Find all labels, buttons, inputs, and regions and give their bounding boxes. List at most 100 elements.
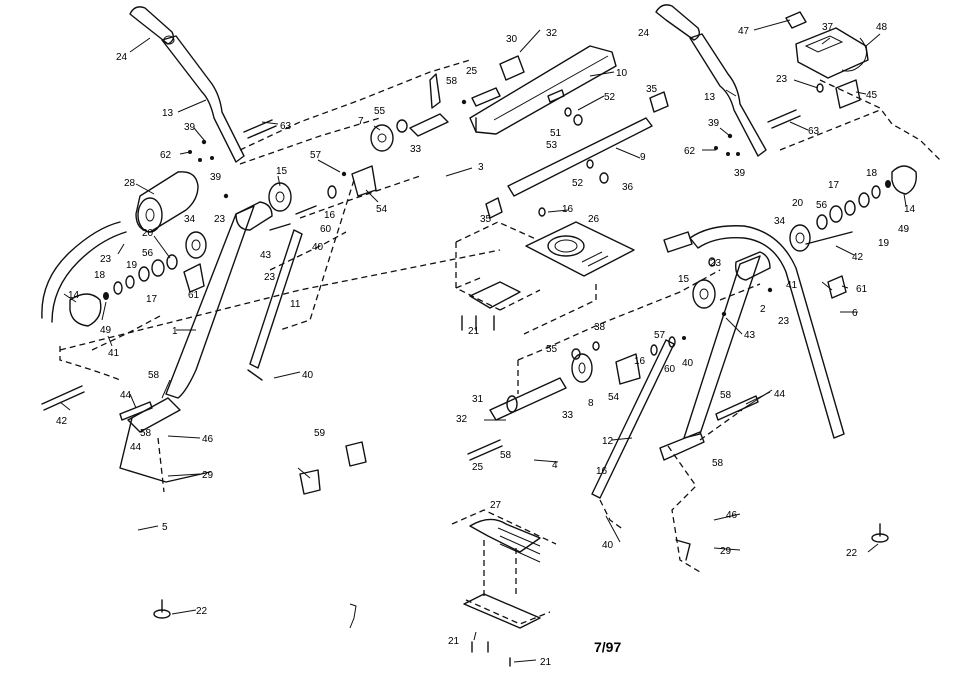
callout-label: 61 [856,284,868,295]
callout-label: 62 [160,150,172,161]
callout-label: 40 [302,370,314,381]
callout-label: 52 [572,178,584,189]
center-base-and-console [455,221,635,335]
right-console-electronics [779,11,941,161]
callout-label: 19 [878,238,890,249]
callout-label: 53 [546,140,558,151]
callout-label: 62 [684,146,696,157]
callout-label: 25 [466,66,478,77]
callout-label: 27 [490,500,502,511]
callout-label: 42 [56,416,68,427]
callout-label: 35 [646,84,658,95]
callout-label: 21 [468,326,480,337]
left-roller-and-wheel [69,171,207,327]
callout-label: 56 [142,248,154,259]
center-bottom-frame-27 [451,509,557,667]
callout-label: 41 [108,348,120,359]
callout-label: 23 [710,258,722,269]
callout-label: 58 [446,76,458,87]
callout-label: 44 [130,442,142,453]
callout-label: 55 [546,344,558,355]
callout-label: 39 [184,122,196,133]
callout-label: 24 [638,28,650,39]
callout-label: 18 [94,270,106,281]
callout-label: 2 [760,304,766,315]
callout-label: 22 [846,548,858,559]
callout-label: 16 [596,466,608,477]
callout-leaders [59,19,907,663]
callout-label: 46 [202,434,214,445]
callout-label: 38 [594,322,606,333]
center-beam-assembly [469,45,669,219]
callout-label: 32 [546,28,558,39]
callout-label: 22 [196,606,208,617]
callout-label: 39 [708,118,720,129]
callout-label: 13 [162,108,174,119]
callout-label: 40 [312,242,324,253]
callout-label: 36 [622,182,634,193]
callout-label: 24 [116,52,128,63]
callout-label: 34 [774,216,786,227]
callout-label: 6 [852,308,858,319]
center-lower-assembly [467,269,721,531]
callout-label: 33 [562,410,574,421]
callout-label: 49 [100,325,112,336]
callout-label: 63 [280,121,292,132]
callout-label: 44 [774,389,786,400]
callout-label: 58 [500,450,512,461]
callout-label: 58 [140,428,152,439]
callout-label: 25 [472,462,484,473]
callout-label: 1 [172,326,178,337]
callout-label: 20 [792,198,804,209]
callout-label: 57 [654,330,666,341]
callout-label: 23 [264,272,276,283]
callout-label: 10 [616,68,628,79]
callout-label: 23 [214,214,226,225]
callout-label: 51 [550,128,562,139]
callout-label: 49 [898,224,910,235]
callout-label: 42 [852,252,864,263]
callout-label: 46 [726,510,738,521]
date-stamp: 7/97 [594,639,621,655]
left-handlebar-assembly [129,6,277,163]
callout-label: 39 [210,172,222,183]
callout-label: 8 [588,398,594,409]
left-misc-parts [153,441,367,629]
callout-label: 20 [142,228,154,239]
callout-label: 23 [778,316,790,327]
right-handlebar-assembly [655,4,801,157]
left-upper-linkage [59,55,525,381]
callout-label: 31 [472,394,484,405]
callout-label: 21 [448,636,460,647]
callout-label: 34 [184,214,196,225]
callout-label: 61 [188,290,200,301]
left-frame-members [41,201,303,493]
callout-label: 14 [68,290,80,301]
right-frame-members [659,225,889,573]
callout-label: 32 [456,414,468,425]
callout-label: 30 [506,34,518,45]
callout-label: 4 [552,460,558,471]
callout-label: 54 [376,204,388,215]
callout-label: 43 [260,250,272,261]
callout-label: 9 [640,152,646,163]
callout-label: 43 [744,330,756,341]
callout-label: 48 [876,22,888,33]
callout-label: 39 [734,168,746,179]
callout-label: 16 [562,204,574,215]
callout-label: 52 [604,92,616,103]
callout-label: 47 [738,26,750,37]
callout-label: 58 [720,390,732,401]
callout-label: 11 [290,299,301,310]
callout-label: 29 [720,546,732,557]
callout-label: 13 [704,92,716,103]
callout-label: 16 [324,210,336,221]
callout-label: 21 [540,657,552,668]
callout-label: 17 [828,180,840,191]
callout-label: 23 [776,74,788,85]
callout-label: 5 [162,522,168,533]
callout-label: 40 [602,540,614,551]
callout-label: 58 [712,458,724,469]
callout-label: 23 [100,254,112,265]
callout-label: 7 [358,116,364,127]
